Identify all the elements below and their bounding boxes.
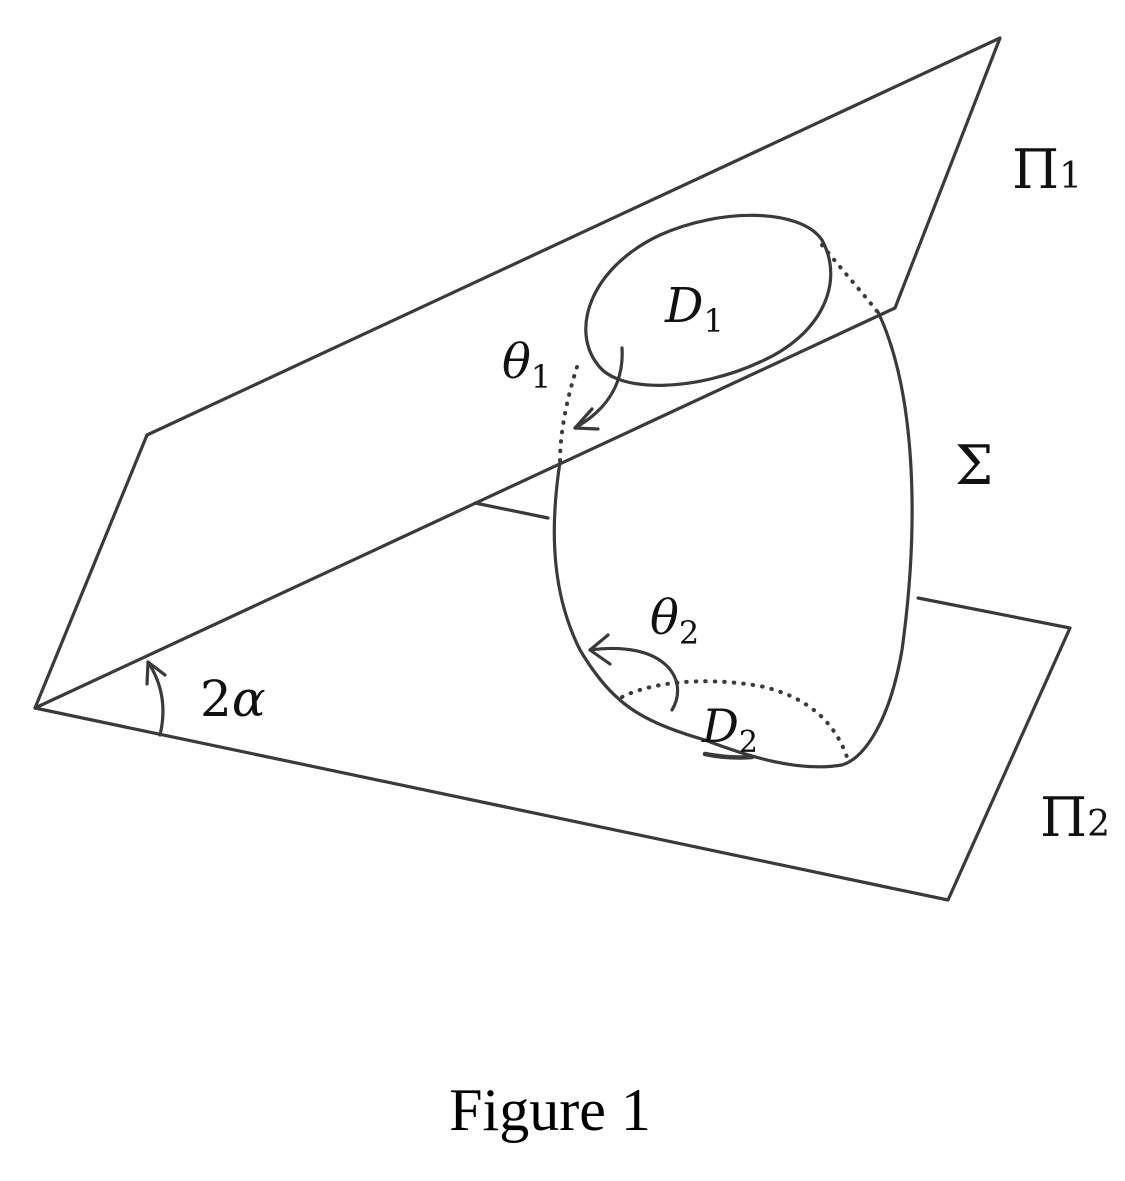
label-pi-2: Π2 bbox=[1040, 786, 1110, 849]
angle-theta-2-arrow bbox=[588, 633, 680, 712]
label-d-1: D1 bbox=[664, 278, 724, 340]
label-2alpha: 2α bbox=[200, 670, 266, 728]
surface-sigma-right-edge bbox=[618, 310, 914, 769]
label-theta-1: θ1 bbox=[502, 334, 551, 396]
disk-d1-boundary bbox=[584, 213, 833, 387]
disk-d2-mark bbox=[702, 751, 755, 760]
angle-theta-1-arrow bbox=[573, 346, 624, 431]
figure-caption: Figure 1 bbox=[449, 1077, 651, 1143]
surface-sigma-hidden-left bbox=[558, 365, 579, 464]
angle-2alpha-arrow bbox=[145, 660, 167, 737]
plane-pi-1 bbox=[33, 36, 1002, 710]
plane-pi-2 bbox=[33, 596, 1072, 902]
surface-sigma-hidden-right bbox=[820, 243, 882, 317]
label-sigma: Σ bbox=[955, 434, 993, 497]
label-pi-1: Π1 bbox=[1012, 138, 1082, 201]
surface-sigma-left-edge bbox=[552, 460, 622, 702]
label-theta-2: θ2 bbox=[650, 590, 699, 652]
label-d-2: D2 bbox=[701, 699, 758, 760]
plane-pi-2-hidden-edge bbox=[473, 501, 550, 520]
